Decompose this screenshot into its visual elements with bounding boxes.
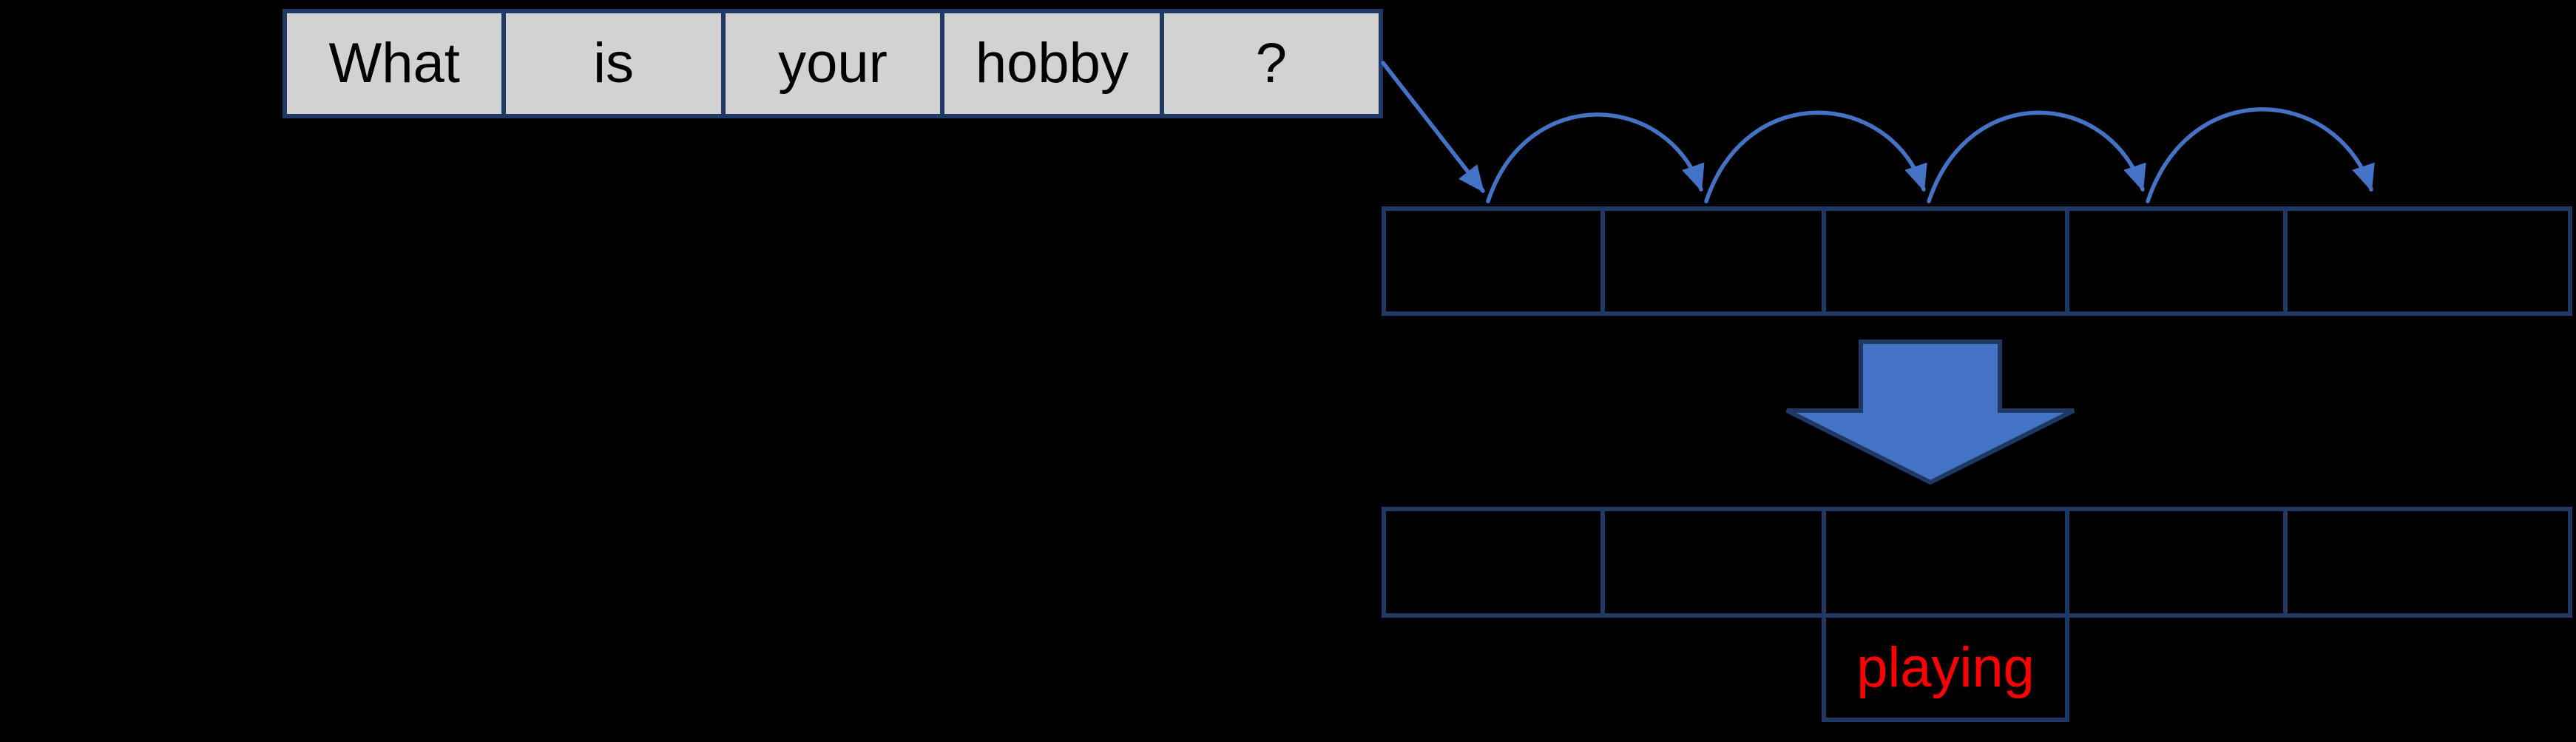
input-cell-3 [1822,211,2065,311]
hop-arc-1-icon [1486,112,1705,203]
token-label: What [328,32,460,95]
sentence-strip: What is your hobby ? [283,9,1383,118]
token-cell-what: What [287,13,501,114]
input-cell-4 [2065,211,2283,311]
output-cell-2 [1600,511,1822,613]
token-label: ? [1255,32,1287,95]
input-cell-5 [2283,211,2568,311]
output-cell-4 [2065,511,2283,613]
sentence-to-input-arrow-icon [1381,61,1485,193]
output-row [1382,507,2572,618]
big-down-arrow-icon [1785,340,2075,485]
hop-arc-4-icon [2146,107,2375,203]
output-cell-3 [1822,511,2065,613]
hop-arc-2-icon [1704,110,1927,203]
input-cell-1 [1386,211,1600,311]
token-label: hobby [975,32,1129,95]
prediction-label: playing [1856,635,2035,699]
output-cell-5 [2283,511,2568,613]
hop-arc-3-icon [1927,110,2146,203]
token-cell-hobby: hobby [940,13,1159,114]
token-cell-is: is [501,13,720,114]
token-cell-question-mark: ? [1159,13,1379,114]
output-cell-1 [1386,511,1600,613]
token-cell-your: your [720,13,940,114]
input-cell-2 [1600,211,1822,311]
input-row [1382,206,2572,316]
token-label: is [593,32,635,95]
token-label: your [778,32,888,95]
prediction-box: playing [1822,618,2069,722]
